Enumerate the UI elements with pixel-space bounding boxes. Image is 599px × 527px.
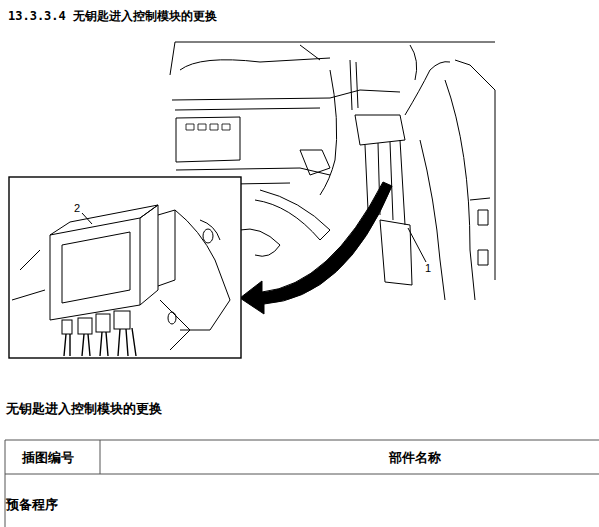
table-header-cell: 插图编号 xyxy=(22,449,74,467)
leader-line xyxy=(408,228,426,262)
control-module-drawing xyxy=(12,205,230,356)
inset-frame xyxy=(9,177,241,358)
leader-line xyxy=(82,213,92,224)
pointer-arrow xyxy=(240,182,392,314)
parts-table-grid xyxy=(5,440,599,527)
figure-caption: 无钥匙进入控制模块的更换 xyxy=(6,400,162,418)
table-header-cell: 部件名称 xyxy=(389,449,441,467)
section-title: 13.3.3.4 无钥匙进入控制模块的更换 xyxy=(8,8,217,25)
table-row-heading: 预备程序 xyxy=(6,496,58,514)
callout-number: 2 xyxy=(73,202,81,214)
callout-number: 1 xyxy=(424,262,432,274)
